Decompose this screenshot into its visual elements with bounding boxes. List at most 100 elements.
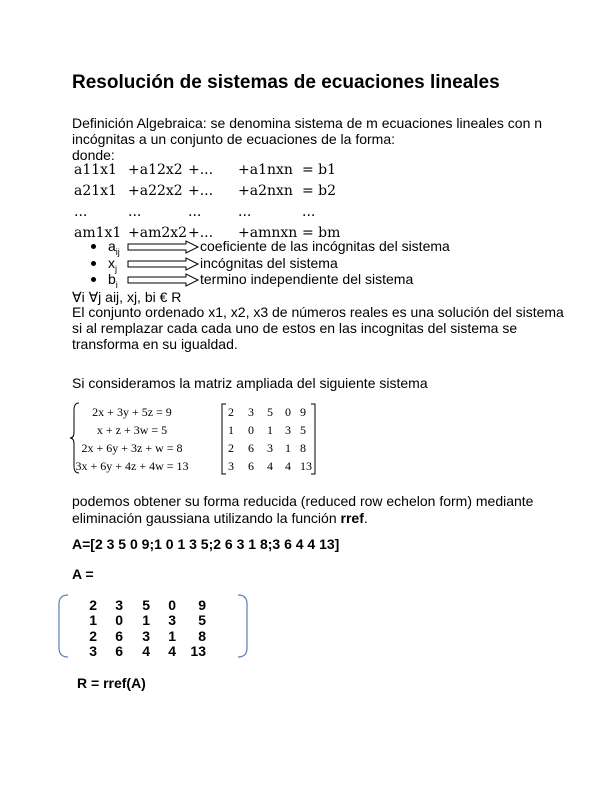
reduced-line-2-end: .	[363, 510, 368, 526]
general-system-cell: +a2nxn	[238, 183, 293, 199]
system-brace	[69, 402, 80, 474]
general-system-cell: +...	[188, 183, 214, 199]
quantifier-line: ∀i ∀j aij, xj, bi € R	[72, 289, 182, 305]
result-matrix-cell: 5	[198, 612, 206, 628]
augmented-matrix-cell: 8	[300, 441, 306, 455]
page-title: Resolución de sistemas de ecuaciones lin…	[72, 72, 500, 93]
augmented-matrix-cell: 1	[285, 441, 291, 455]
general-system-cell: ...	[128, 204, 142, 220]
augmented-matrix-cell: 3	[248, 405, 254, 419]
result-matrix-cell: 1	[89, 612, 97, 628]
augmented-matrix-cell: 2	[228, 441, 234, 455]
augmented-matrix-cell: 4	[285, 459, 291, 473]
reduced-line-2-text: eliminación gaussiana utilizando la func…	[72, 510, 341, 526]
result-matrix-cell: 3	[89, 643, 97, 659]
augmented-matrix-left-bracket	[221, 403, 226, 475]
general-system-cell: = b2	[302, 183, 337, 199]
general-system-cell: +amnxn	[238, 225, 298, 241]
general-system-cell: a11x1	[74, 162, 117, 178]
augmented-matrix-cell: 3	[267, 441, 273, 455]
rref-keyword: rref	[340, 510, 364, 526]
augmented-matrix-cell: 6	[248, 441, 254, 455]
bullet-symbol: xj	[108, 255, 117, 278]
result-matrix-left-bracket	[58, 594, 69, 658]
a-label: A =	[72, 566, 94, 582]
definition-line-1: Definición Algebraica: se denomina siste…	[72, 115, 543, 131]
bullet-symbol-base: x	[108, 255, 115, 271]
donde-label: donde:	[72, 147, 115, 163]
general-system-cell: +...	[188, 162, 214, 178]
result-matrix-cell: 1	[168, 628, 176, 644]
bullet-symbol: aij	[108, 238, 120, 261]
general-system-cell: +a22x2	[128, 183, 183, 199]
system-equation: x + z + 3w = 5	[96, 423, 168, 437]
result-matrix-cell: 0	[168, 597, 176, 613]
result-matrix-cell: 6	[115, 628, 123, 644]
general-system-cell: a21x1	[74, 183, 117, 199]
augmented-matrix-cell: 0	[248, 423, 254, 437]
system-equation: 2x + 3y + 5z = 9	[92, 405, 172, 419]
bullet-symbol: bi	[108, 271, 118, 294]
double-arrow-icon	[127, 240, 200, 254]
rref-command: R = rref(A)	[77, 675, 146, 691]
bullet-symbol-base: a	[108, 238, 116, 254]
general-system-cell: = b1	[302, 162, 337, 178]
augmented-matrix-cell: 5	[267, 405, 273, 419]
augmented-matrix-cell: 2	[228, 405, 234, 419]
result-matrix-right-bracket	[237, 594, 248, 658]
result-matrix-cell: 5	[142, 597, 150, 613]
general-system-cell: ...	[238, 204, 252, 220]
bullet-icon	[91, 244, 96, 249]
bullet-symbol-base: b	[108, 271, 116, 287]
result-matrix-cell: 4	[142, 643, 150, 659]
result-matrix-cell: 2	[89, 597, 97, 613]
result-matrix-cell: 3	[168, 612, 176, 628]
result-matrix-cell: 3	[142, 628, 150, 644]
bullet-symbol-subscript: i	[115, 279, 118, 290]
matrix-intro: Si consideramos la matriz ampliada del s…	[72, 375, 428, 391]
general-system-cell: am1x1	[74, 225, 122, 241]
definition-line-2: incógnitas a un conjunto de ecuaciones d…	[72, 131, 395, 147]
bullet-icon	[91, 261, 96, 266]
result-matrix-cell: 4	[168, 643, 176, 659]
system-equation: 3x + 6y + 4z + 4w = 13	[75, 459, 189, 473]
augmented-matrix-cell: 3	[228, 459, 234, 473]
bullet-meaning: coeficiente de las incógnitas del sistem…	[200, 238, 450, 254]
reduced-line-2: eliminación gaussiana utilizando la func…	[72, 510, 368, 527]
result-matrix-cell: 6	[115, 643, 123, 659]
augmented-matrix-right-bracket	[311, 403, 316, 475]
double-arrow-icon	[127, 257, 200, 271]
augmented-matrix-cell: 4	[267, 459, 273, 473]
solution-line-3: transforma en su igualdad.	[72, 336, 238, 352]
augmented-matrix-cell: 9	[300, 405, 306, 419]
augmented-matrix-cell: 1	[267, 423, 273, 437]
solution-line-2: si al remplazar cada cada uno de estos e…	[72, 320, 518, 336]
bullet-symbol-subscript: ij	[115, 246, 120, 257]
matlab-command: A=[2 3 5 0 9;1 0 1 3 5;2 6 3 1 8;3 6 4 4…	[72, 536, 340, 552]
result-matrix-cell: 0	[115, 612, 123, 628]
augmented-matrix-cell: 5	[300, 423, 306, 437]
general-system-cell: ...	[302, 204, 316, 220]
augmented-matrix-cell: 1	[228, 423, 234, 437]
bullet-icon	[91, 277, 96, 282]
augmented-matrix-cell: 3	[285, 423, 291, 437]
reduced-line-1: podemos obtener su forma reducida (reduc…	[72, 493, 534, 509]
augmented-matrix-cell: 0	[285, 405, 291, 419]
result-matrix-cell: 8	[198, 628, 206, 644]
general-system-cell: +am2x2	[128, 225, 188, 241]
solution-line-1: El conjunto ordenado x1, x2, x3 de númer…	[72, 304, 564, 320]
general-system-cell: +a1nxn	[238, 162, 293, 178]
general-system-cell: +...	[188, 225, 214, 241]
result-matrix-cell: 1	[142, 612, 150, 628]
result-matrix-cell: 2	[89, 628, 97, 644]
system-equation: 2x + 6y + 3z + w = 8	[81, 441, 183, 455]
result-matrix-cell: 9	[198, 597, 206, 613]
general-system-cell: = bm	[302, 225, 341, 241]
general-system-cell: ...	[188, 204, 202, 220]
general-system-cell: ...	[74, 204, 88, 220]
bullet-meaning: termino independiente del sistema	[200, 271, 414, 287]
augmented-matrix-cell: 6	[248, 459, 254, 473]
result-matrix-cell: 3	[115, 597, 123, 613]
result-matrix-cell: 13	[190, 643, 206, 659]
